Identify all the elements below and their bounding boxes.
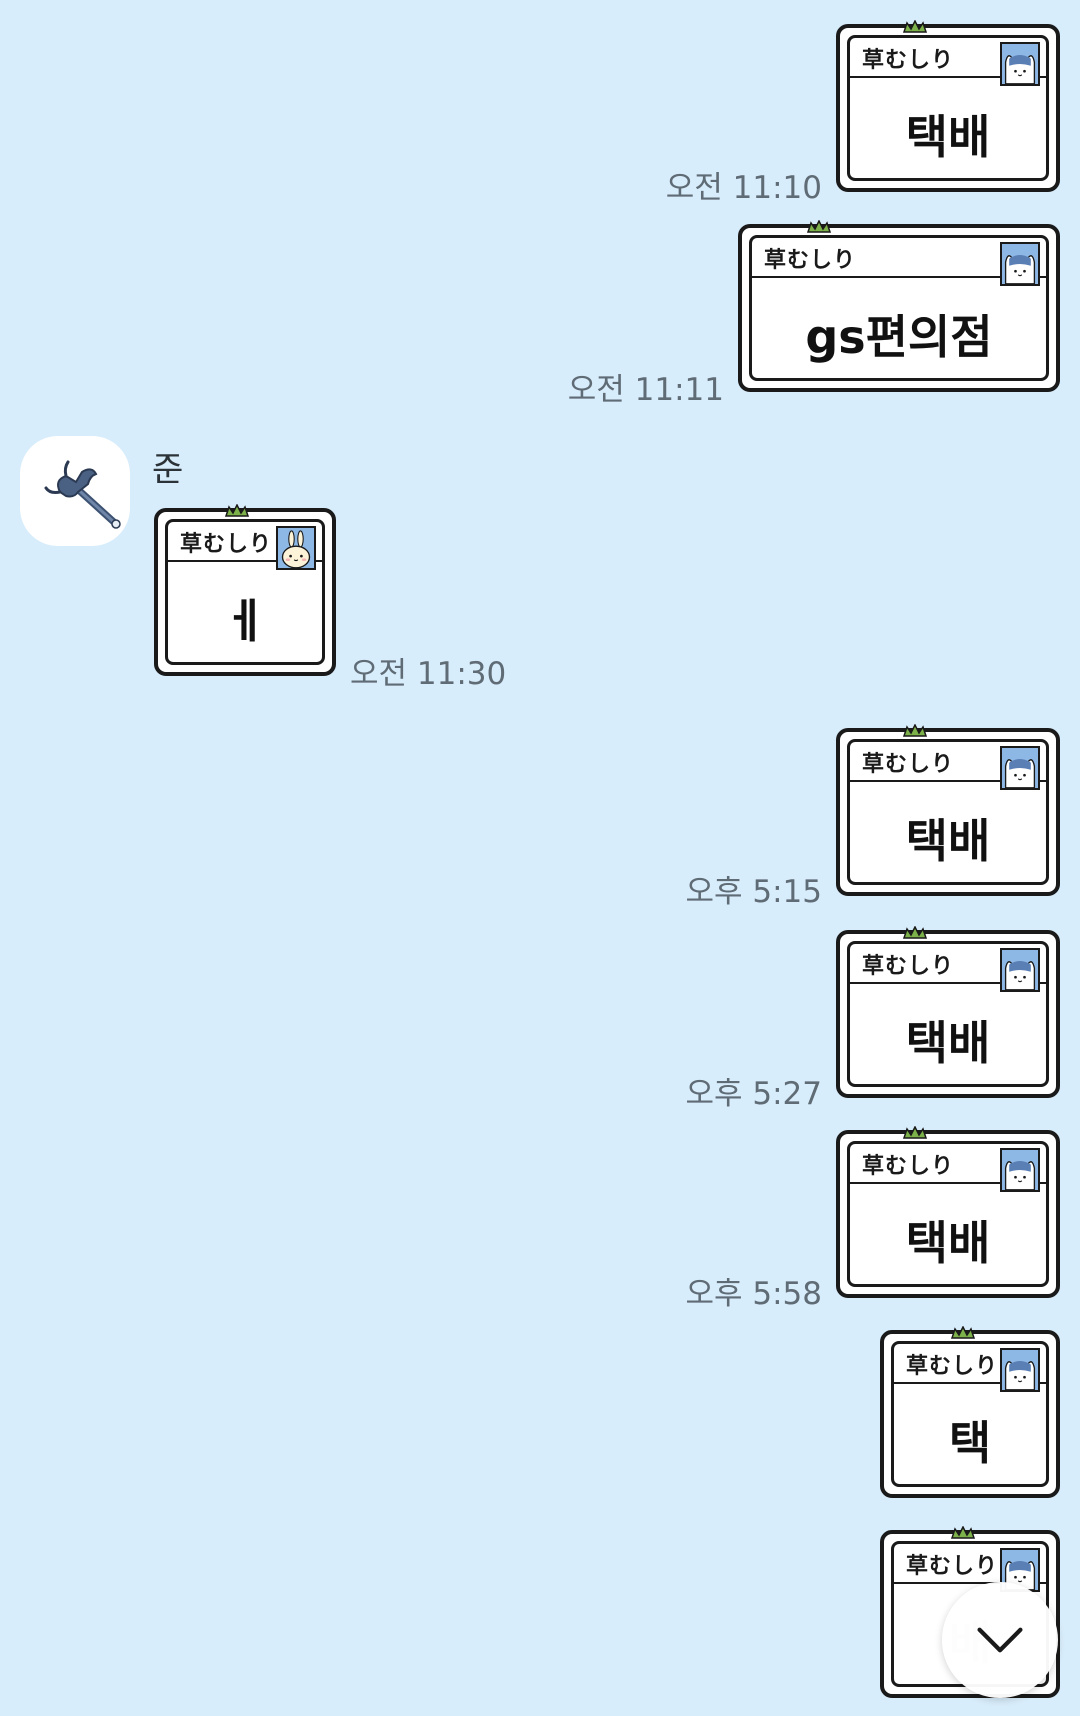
trident-fork-icon — [44, 460, 121, 529]
contact-avatar[interactable] — [20, 436, 130, 546]
sticker-message[interactable]: 草むしり 택 — [880, 1326, 1060, 1498]
leaf-icon — [950, 1326, 976, 1339]
sticker-text: 택배 — [905, 1216, 991, 1270]
sticker-divider — [891, 1582, 1049, 1584]
sticker-inner-frame — [847, 739, 1049, 885]
cat-character-icon — [1000, 948, 1040, 992]
cat-character-icon — [1000, 1348, 1040, 1392]
leaf-icon — [224, 504, 250, 517]
leaf-icon — [806, 220, 832, 233]
cat-character-icon — [1000, 242, 1040, 286]
sticker-brand-label: 草むしり — [862, 1153, 955, 1179]
sticker-message[interactable]: 草むしり 택배 — [836, 724, 1060, 896]
sticker-text: 택배 — [905, 110, 991, 164]
cat-character-icon — [1000, 42, 1040, 86]
sticker-text: 택배 — [905, 1016, 991, 1070]
sticker-message[interactable]: 草むしり ㅔ — [154, 504, 336, 676]
message-time: 오전 11:30 — [350, 656, 507, 692]
sticker-divider — [847, 780, 1049, 782]
chevron-down-icon — [977, 1627, 1023, 1653]
sticker-divider — [749, 276, 1049, 278]
rabbit-character-icon — [276, 526, 316, 570]
sticker-divider — [847, 1182, 1049, 1184]
sticker-inner-frame — [891, 1341, 1049, 1487]
leaf-icon — [902, 724, 928, 737]
cat-character-icon — [1000, 1148, 1040, 1192]
sticker-text: 택배 — [905, 814, 991, 868]
sticker-brand-label: 草むしり — [862, 953, 955, 979]
sticker-inner-frame — [749, 235, 1049, 381]
sticker-frame — [836, 728, 1060, 896]
leaf-icon — [950, 1526, 976, 1539]
sticker-text: gs편의점 — [805, 310, 993, 364]
sticker-message[interactable]: 草むしり gs편의점 — [738, 220, 1060, 392]
sticker-brand-label: 草むしり — [862, 47, 955, 73]
message-time: 오후 5:58 — [685, 1276, 822, 1312]
message-time: 오전 11:10 — [665, 170, 822, 206]
sticker-message[interactable]: 草むしり 택배 — [836, 1126, 1060, 1298]
sticker-message[interactable]: 草むしり 택배 — [836, 20, 1060, 192]
sticker-divider — [165, 560, 325, 562]
sticker-inner-frame — [847, 941, 1049, 1087]
sticker-text: 택 — [948, 1416, 992, 1470]
sticker-brand-label: 草むしり — [180, 531, 273, 557]
sticker-divider — [847, 76, 1049, 78]
sticker-divider — [891, 1382, 1049, 1384]
message-time: 오후 5:15 — [685, 874, 822, 910]
sticker-inner-frame — [165, 519, 325, 665]
leaf-icon — [902, 926, 928, 939]
sticker-brand-label: 草むしり — [906, 1553, 999, 1579]
sticker-brand-label: 草むしり — [906, 1353, 999, 1379]
message-time: 오전 11:11 — [567, 372, 724, 408]
leaf-icon — [902, 20, 928, 33]
message-time: 오후 5:27 — [685, 1076, 822, 1112]
sticker-brand-label: 草むしり — [764, 247, 857, 273]
cat-character-icon — [1000, 746, 1040, 790]
sticker-inner-frame — [847, 35, 1049, 181]
sticker-text: ㅔ — [223, 594, 267, 648]
contact-name: 준 — [152, 450, 184, 490]
sticker-divider — [847, 982, 1049, 984]
sticker-message[interactable]: 草むしり 택배 — [836, 926, 1060, 1098]
sticker-inner-frame — [847, 1141, 1049, 1287]
leaf-icon — [902, 1126, 928, 1139]
sticker-brand-label: 草むしり — [862, 751, 955, 777]
scroll-to-bottom-button[interactable] — [942, 1582, 1058, 1698]
